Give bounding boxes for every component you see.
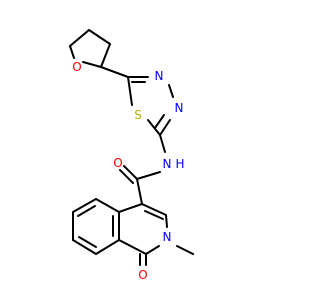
bond-carbonyl-c4 xyxy=(136,178,143,205)
bond-s-c2 xyxy=(147,119,161,136)
bond-thf-o-c2 xyxy=(82,61,102,68)
bond-c2-nh xyxy=(159,134,166,153)
bond-c1-c8a xyxy=(118,239,147,255)
bond-c8-c8a xyxy=(95,239,120,255)
bond-c5-c6 xyxy=(72,198,97,213)
bond-c4a-c5 xyxy=(95,198,120,213)
atom-o-thf: O xyxy=(72,60,81,74)
bond-c7-c8 xyxy=(72,239,97,255)
bond-c5-s xyxy=(127,76,133,106)
atom-n4-thiadiazole: N xyxy=(155,69,164,83)
bond-thf-c2-thiadiazole xyxy=(100,66,129,78)
atom-n-amide: N xyxy=(163,157,172,171)
atom-o-lactam: O xyxy=(138,268,147,282)
bond-carbonyl-o-double xyxy=(119,169,134,184)
molecule-svg: O S N N N H O N O xyxy=(69,29,194,282)
bond-c5-c6-double xyxy=(77,205,96,217)
bond-thf-c4-c5 xyxy=(69,29,90,47)
bond-c4-c3-double xyxy=(144,210,164,220)
bond-carbonyl-o xyxy=(123,165,138,180)
atom-s-thiadiazole: S xyxy=(134,108,142,122)
atom-n3-thiadiazole: N xyxy=(175,101,184,115)
bond-c7-c8-double xyxy=(78,236,97,248)
bond-n3-n4 xyxy=(168,84,174,98)
bond-c3-n2 xyxy=(165,214,168,228)
bond-n2-methyl xyxy=(176,245,194,255)
bond-c2-n3 xyxy=(159,119,171,136)
molecule-diagram: O S N N N H O N O xyxy=(69,29,194,282)
bond-n2-c1 xyxy=(145,245,160,255)
bond-c2-n3-double xyxy=(154,114,165,129)
atom-h-amide: H xyxy=(175,157,184,171)
bonds xyxy=(69,29,194,266)
bond-thf-c5-o xyxy=(69,45,75,59)
bond-nh-carbonyl xyxy=(136,171,161,180)
bond-c4-c3 xyxy=(141,203,167,216)
atom-n-isoquinolinone: N xyxy=(163,230,172,244)
atom-o-amide: O xyxy=(113,156,122,170)
bond-thf-c3-c4 xyxy=(88,29,111,45)
atom-labels: O S N N N H O N O xyxy=(72,60,184,282)
bond-c4a-c4 xyxy=(118,203,143,213)
bond-thf-c2-c3 xyxy=(100,43,111,68)
